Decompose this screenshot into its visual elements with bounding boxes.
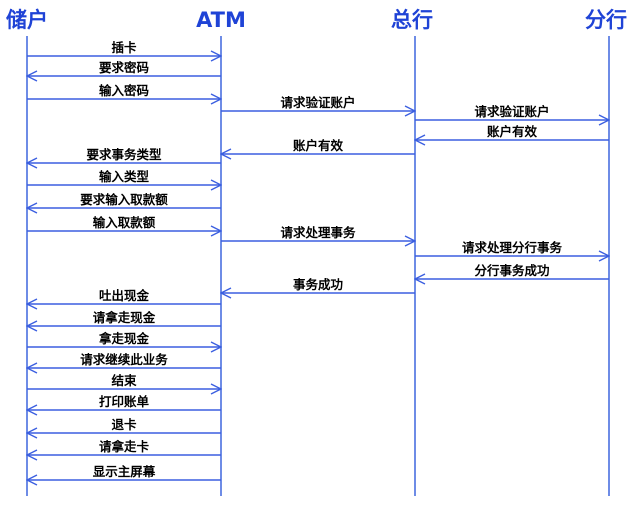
message: 输入密码	[27, 83, 221, 99]
message: 请求继续此业务	[27, 352, 221, 368]
message-label: 请拿走卡	[99, 439, 150, 454]
message-label: 结束	[111, 373, 137, 388]
actor-label-branch: 分行	[585, 8, 627, 32]
message-label: 要求事务类型	[86, 147, 162, 162]
message-label: 事务成功	[293, 277, 343, 292]
message-label: 拿走现金	[98, 331, 150, 346]
message-label: 请求验证账户	[474, 104, 549, 119]
message-label: 要求密码	[99, 60, 149, 75]
message: 请拿走卡	[27, 439, 221, 455]
message: 要求输入取款额	[27, 192, 221, 208]
message-label: 账户有效	[487, 124, 538, 139]
message: 输入取款额	[27, 215, 221, 231]
actor-label-depositor: 储户	[6, 8, 48, 32]
message: 要求密码	[27, 60, 221, 76]
message-label: 要求输入取款额	[80, 192, 168, 207]
message: 请拿走现金	[27, 310, 221, 326]
message-label: 打印账单	[99, 394, 150, 409]
message-label: 分行事务成功	[474, 263, 549, 278]
actor-labels: 储户 ATM 总行 分行	[6, 8, 627, 32]
messages: 插卡要求密码输入密码请求验证账户请求验证账户账户有效账户有效要求事务类型输入类型…	[27, 40, 609, 480]
message: 账户有效	[221, 138, 415, 154]
message: 退卡	[27, 417, 221, 433]
actor-label-hq: 总行	[391, 8, 433, 32]
message-label: 吐出现金	[99, 288, 150, 303]
message: 请求处理事务	[221, 225, 415, 241]
message: 插卡	[27, 40, 221, 56]
message-label: 请拿走现金	[93, 310, 156, 325]
message: 结束	[27, 373, 221, 389]
message: 事务成功	[221, 277, 415, 293]
message: 打印账单	[27, 394, 221, 410]
message-label: 输入密码	[99, 83, 149, 98]
message-label: 请求验证账户	[280, 95, 355, 110]
message-label: 退卡	[111, 417, 137, 432]
message-label: 输入取款额	[93, 215, 156, 230]
message-label: 显示主屏幕	[93, 464, 156, 479]
actor-label-atm: ATM	[196, 8, 246, 32]
message: 请求处理分行事务	[415, 240, 609, 256]
message-label: 输入类型	[99, 169, 150, 184]
message-label: 请求处理分行事务	[462, 240, 563, 255]
message: 请求验证账户	[221, 95, 415, 111]
message: 显示主屏幕	[27, 464, 221, 480]
message: 要求事务类型	[27, 147, 221, 163]
message: 分行事务成功	[415, 263, 609, 279]
message: 账户有效	[415, 124, 609, 140]
message-label: 插卡	[111, 40, 137, 55]
message-label: 请求处理事务	[280, 225, 356, 240]
message-label: 账户有效	[293, 138, 344, 153]
message-label: 请求继续此业务	[80, 352, 168, 367]
message: 输入类型	[27, 169, 221, 185]
message: 拿走现金	[27, 331, 221, 347]
message: 吐出现金	[27, 288, 221, 304]
message: 请求验证账户	[415, 104, 609, 120]
